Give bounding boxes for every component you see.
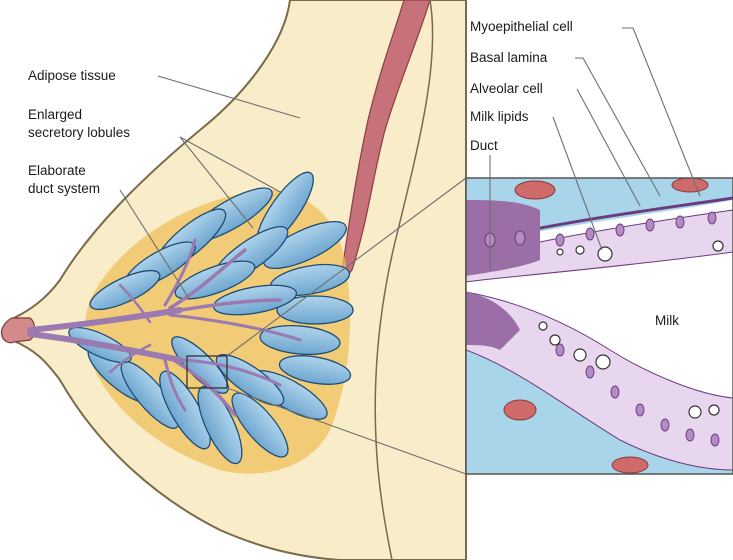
alveolus-inset xyxy=(466,178,733,474)
myoepithelial-leader xyxy=(622,28,700,196)
label-duct: Duct xyxy=(470,138,498,153)
label-alveolar-cell: Alveolar cell xyxy=(470,81,543,96)
label-enlarged-lobules-2: secretory lobules xyxy=(28,125,130,140)
basal-lamina-leader xyxy=(575,58,660,196)
label-milk-lipids: Milk lipids xyxy=(470,109,529,124)
label-elaborate-duct-1: Elaborate xyxy=(28,163,86,178)
label-basal-lamina: Basal lamina xyxy=(470,50,548,65)
label-milk: Milk xyxy=(655,313,679,328)
label-elaborate-duct-2: duct system xyxy=(28,181,100,196)
label-adipose-tissue: Adipose tissue xyxy=(28,68,116,83)
label-myoepithelial-cell: Myoepithelial cell xyxy=(470,19,573,34)
label-enlarged-lobules-1: Enlarged xyxy=(28,107,82,122)
